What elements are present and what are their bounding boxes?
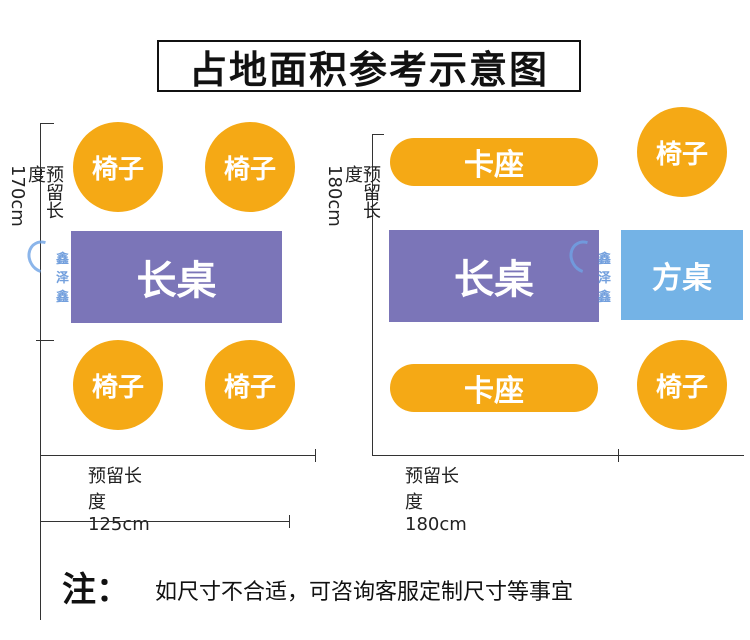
page-title: 占地面积参考示意图 <box>157 40 581 92</box>
left-vertical-dimension-label: 预留长度170cm <box>7 165 64 227</box>
chair: 椅子 <box>205 340 295 430</box>
left-horizontal-tick-right <box>315 449 316 462</box>
square-table: 方桌 <box>621 230 743 320</box>
chair: 椅子 <box>637 107 727 197</box>
right-vertical-tick-top <box>372 134 384 135</box>
long-table: 长桌 <box>71 231 282 323</box>
watermark-text: 鑫泽鑫 <box>56 252 70 305</box>
left-bottom-dimension-line <box>40 521 290 522</box>
right-horizontal-dimension-label: 预留长度180cm <box>405 466 467 535</box>
note-text: 如尺寸不合适，可咨询客服定制尺寸等事宜 <box>155 580 574 605</box>
left-vertical-tick-mid <box>36 340 54 341</box>
long-table: 长桌 <box>389 230 599 322</box>
left-vertical-tick-top <box>40 123 54 124</box>
right-horizontal-dimension-line <box>372 455 744 456</box>
chair: 椅子 <box>205 122 295 212</box>
chair: 椅子 <box>73 122 163 212</box>
chair: 椅子 <box>637 340 727 430</box>
left-horizontal-dimension-label: 预留长度125cm <box>88 466 150 535</box>
booth-seat-bottom: 卡座 <box>390 364 598 412</box>
booth-seat-top: 卡座 <box>390 138 598 186</box>
right-vertical-dimension-label: 预留长度180cm <box>324 165 381 227</box>
watermark-text: 鑫泽鑫 <box>598 252 612 305</box>
right-horizontal-tick-mid <box>618 449 619 462</box>
left-horizontal-dimension-line <box>40 455 316 456</box>
left-vertical-dimension-line <box>40 123 41 620</box>
left-bottom-tick-right <box>289 515 290 528</box>
chair: 椅子 <box>73 340 163 430</box>
note-heading: 注： <box>62 570 130 610</box>
right-vertical-dimension-line <box>372 134 373 456</box>
